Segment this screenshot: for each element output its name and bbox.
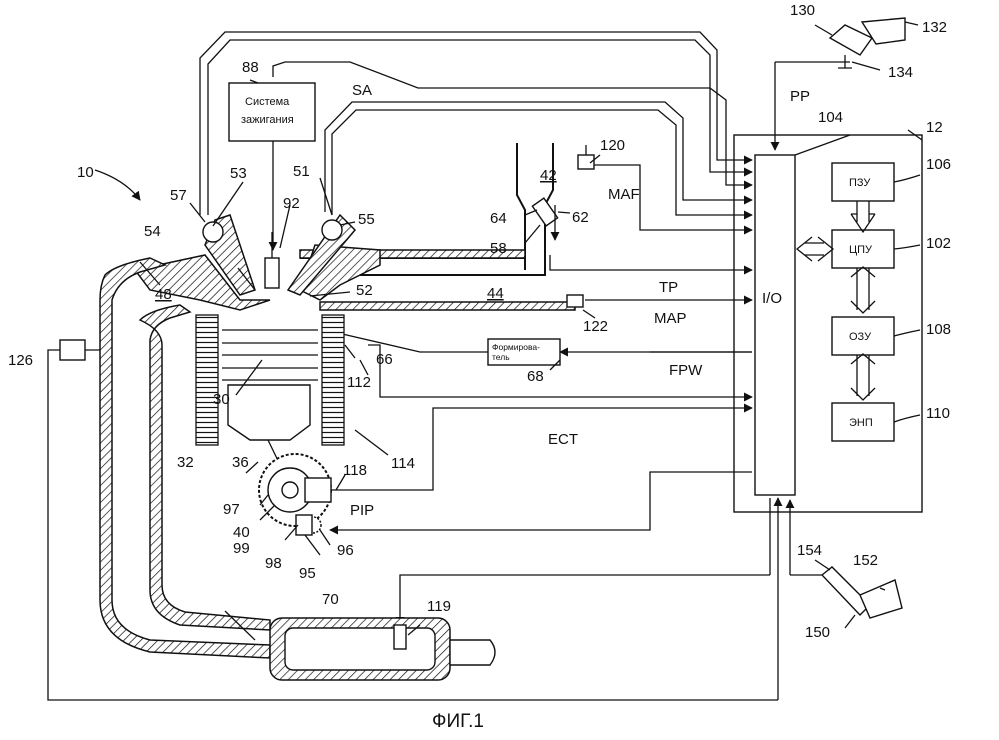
label-12: 12 [926,119,943,136]
label-70: 70 [322,591,339,608]
ignition-label-line2: зажигания [241,114,294,126]
label-126: 126 [8,352,33,369]
io-label: I/O [762,290,782,307]
ignition-label-line1: Система [245,96,290,108]
label-40: 40 [233,524,250,541]
label-54: 54 [144,223,161,240]
label-44: 44 [487,285,504,302]
catalytic-converter-70 [270,618,495,680]
label-120: 120 [600,137,625,154]
label-119: 119 [427,598,451,615]
label-97: 97 [223,501,240,518]
label-98: 98 [265,555,282,572]
label-106: 106 [926,156,951,173]
label-53: 53 [230,165,247,182]
accelerator-pedal-130 [830,18,905,68]
label-42: 42 [540,167,557,184]
label-51: 51 [293,163,310,180]
signal-pip: PIP [350,502,374,519]
signal-fpw: FPW [669,362,703,379]
sensor-119 [394,625,406,649]
label-58: 58 [490,240,507,257]
crankshaft-40 [259,454,331,535]
label-95: 95 [299,565,316,582]
map-sensor-122 [567,295,583,307]
label-114: 114 [391,455,415,472]
label-122: 122 [583,318,608,335]
label-130: 130 [790,2,815,19]
label-66: 66 [376,351,393,368]
label-92: 92 [283,195,300,212]
brake-pedal-150 [822,567,902,618]
io-block [755,155,795,495]
label-118: 118 [343,462,367,479]
label-154: 154 [797,542,822,559]
kam-label: ЭНП [849,417,873,429]
signal-sa: SA [352,82,372,99]
signal-map: MAP [654,310,687,327]
signal-ect: ECT [548,431,578,448]
label-52: 52 [356,282,373,299]
label-10: 10 [77,164,94,181]
label-134: 134 [888,64,913,81]
cpu-label: ЦПУ [849,244,873,256]
engine-cylinder-head [135,215,380,310]
label-48: 48 [155,286,172,303]
label-99: 99 [233,540,250,557]
label-68: 68 [527,368,544,385]
label-104: 104 [818,109,843,126]
piston-36 [228,385,310,440]
figure-caption: ФИГ.1 [432,711,484,732]
label-108: 108 [926,321,951,338]
ram-label: ОЗУ [849,331,872,343]
controller-12 [734,135,922,512]
label-55: 55 [358,211,375,228]
label-102: 102 [926,235,951,252]
label-152: 152 [853,552,878,569]
label-62: 62 [572,209,589,226]
label-64: 64 [490,210,507,227]
driver-label-line2: тель [492,352,510,362]
signal-tp: TP [659,279,678,296]
driver-label-line1: Формирова- [492,342,540,352]
signal-maf: MAF [608,186,640,203]
label-36: 36 [232,454,249,471]
label-88: 88 [242,59,259,76]
rom-label: ПЗУ [849,177,871,189]
label-30: 30 [213,391,230,408]
label-112: 112 [347,374,371,391]
label-32: 32 [177,454,194,471]
label-110: 110 [926,405,950,422]
signal-pp: PP [790,88,810,105]
label-150: 150 [805,624,830,641]
label-132: 132 [922,19,947,36]
egos-sensor-126 [60,340,85,360]
label-96: 96 [337,542,354,559]
label-57: 57 [170,187,187,204]
